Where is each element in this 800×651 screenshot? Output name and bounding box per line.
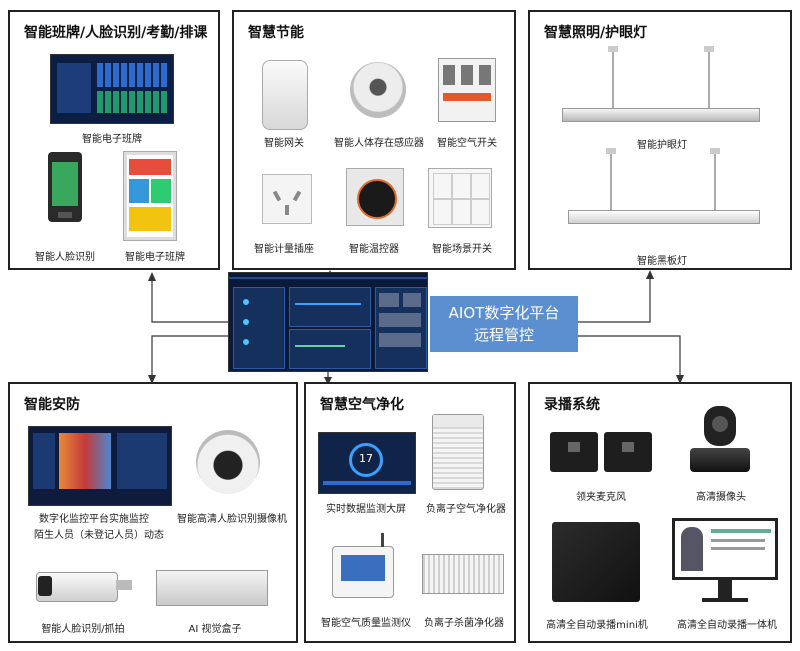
caption: 智能电子班牌 [82,134,142,145]
aiot-platform-screen [228,272,428,372]
panel-title: 录播系统 [544,397,600,413]
electronic-board-device [50,54,174,124]
scene-switch-device [428,168,492,228]
thermostat-device [346,168,404,226]
caption: 智能计量插座 [254,244,314,255]
air-quality-monitor-device [332,533,394,598]
panel-title: 智慧照明/护眼灯 [544,25,648,41]
eye-care-lamp-device [562,46,760,126]
metering-socket-device [262,174,312,224]
platform-title: AIOT数字化平台 [448,304,560,322]
caption: 智能人脸识别/抓拍 [41,624,125,635]
caption: 高清摄像头 [696,492,746,503]
caption: 智能网关 [264,138,304,149]
all-in-one-device [672,518,778,604]
caption: 陌生人员（未登记人员）动态 [34,530,164,541]
air-switch-device [438,58,496,122]
dashboard-value: 17 [359,452,373,465]
panel-lighting: 智慧照明/护眼灯 智能护眼灯 智能黑板灯 [528,10,792,270]
ai-box-device [156,570,268,606]
blackboard-lamp-device [568,148,760,234]
caption: 高清全自动录播一体机 [677,620,777,631]
caption: 智能场景开关 [432,244,492,255]
caption: 智能人体存在感应器 [334,138,424,149]
lapel-mic-device [550,432,598,472]
panel-air: 智慧空气净化 17 实时数据监测大屏 负离子空气净化器 智能空气质量监测仪 负离… [304,382,516,643]
panel-recording: 录播系统 领夹麦克风 高清摄像头 高清全自动录播mini机 高清全自动录播一体机 [528,382,792,643]
sterilizing-purifier-device [422,554,504,594]
caption: 负离子空气净化器 [426,504,506,515]
vertical-board-device [124,152,176,240]
caption: 智能空气开关 [437,138,497,149]
panel-classroom: 智能班牌/人脸识别/考勤/排课 智能电子班牌 智能人脸识别 智能电子班牌 [8,10,220,270]
panel-title: 智能班牌/人脸识别/考勤/排课 [24,25,208,41]
panel-title: 智慧节能 [248,25,304,41]
gateway-device [262,60,308,130]
caption: 智能高清人脸识别摄像机 [177,514,287,525]
caption: 数字化监控平台实施监控 [39,514,149,525]
platform-subtitle: 远程管控 [473,326,534,344]
dome-camera-device [196,430,260,494]
bullet-camera-device [36,566,132,606]
monitoring-screen-device [28,426,172,506]
caption: 智能人脸识别 [35,252,95,263]
caption: AI 视觉盒子 [188,624,242,635]
panel-energy: 智慧节能 智能网关 智能人体存在感应器 智能空气开关 智能计量插座 智能温控器 … [232,10,516,270]
caption: 高清全自动录播mini机 [546,620,648,631]
caption: 领夹麦克风 [576,492,626,503]
caption: 智能空气质量监测仪 [321,618,411,629]
caption: 智能护眼灯 [637,140,687,151]
mini-recorder-device [552,522,640,602]
connector-recording [578,335,681,380]
caption: 智能黑板灯 [637,256,687,267]
caption: 智能电子班牌 [125,252,185,263]
aiot-platform-label: AIOT数字化平台 远程管控 [430,296,578,352]
air-purifier-device [432,414,484,490]
presence-sensor-device [350,62,406,118]
panel-title: 智慧空气净化 [320,397,404,413]
data-dashboard-device: 17 [318,432,416,494]
caption: 负离子杀菌净化器 [424,618,504,629]
lapel-mic-device [604,432,652,472]
connector-security [151,335,228,380]
caption: 实时数据监测大屏 [326,504,406,515]
connector-lighting [578,275,651,323]
caption: 智能温控器 [349,244,399,255]
face-terminal-device [48,152,82,222]
panel-security: 智能安防 数字化监控平台实施监控 陌生人员（未登记人员）动态 智能高清人脸识别摄… [8,382,298,643]
hd-camera-device [690,406,750,476]
connector-classroom [151,278,228,323]
panel-title: 智能安防 [24,397,80,413]
